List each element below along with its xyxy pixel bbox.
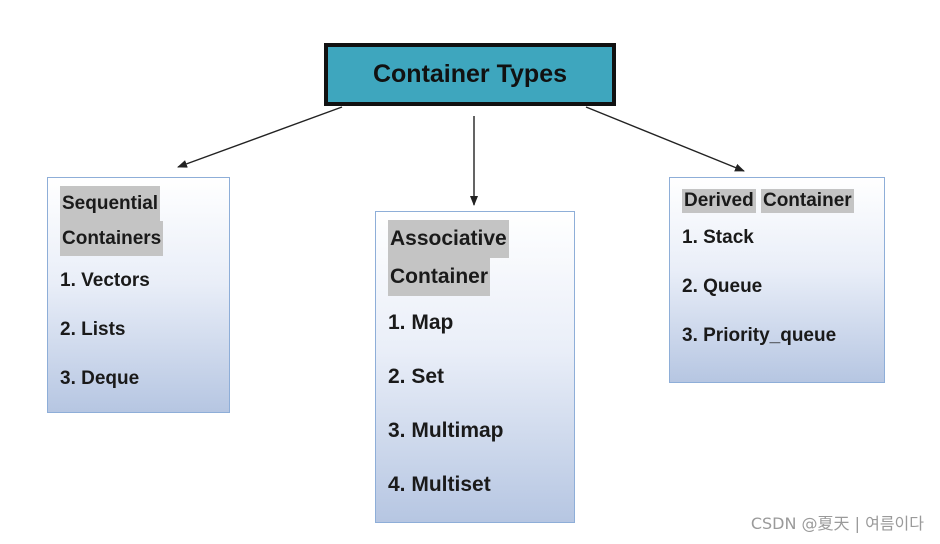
watermark: CSDN @夏天 | 여름이다: [750, 514, 924, 533]
category-heading-line-1: Sequential: [60, 186, 229, 221]
arrow-to-sequential: [177, 106, 343, 168]
list-item: 2. Queue: [682, 276, 763, 297]
list-item: 3. Deque: [60, 368, 140, 389]
list-item: 4. Multiset: [388, 473, 491, 496]
list-item: 3. Priority_queue: [682, 325, 837, 346]
root-node-container-types: Container Types: [324, 43, 616, 106]
category-heading-line-2: Container: [388, 258, 574, 296]
arrow-to-derived: [585, 106, 745, 172]
list-item: 1. Stack: [682, 227, 754, 248]
list-item: 1. Map: [388, 311, 454, 334]
root-title: Container Types: [372, 60, 568, 88]
sequential-containers-box: Sequential Containers 1. Vectors 2. List…: [47, 177, 230, 413]
category-heading-line-1: Associative: [388, 220, 574, 258]
derived-container-box: Derived Container 1. Stack 2. Queue 3. P…: [669, 177, 885, 383]
list-item: 1. Vectors: [60, 270, 150, 291]
list-item: 2. Set: [388, 365, 445, 388]
category-heading-line-2: Containers: [60, 221, 229, 256]
category-heading: Derived Container: [682, 189, 854, 213]
list-item: 2. Lists: [60, 319, 126, 340]
list-item: 3. Multimap: [388, 419, 504, 442]
associative-container-box: Associative Container 1. Map 2. Set 3. M…: [375, 211, 575, 523]
